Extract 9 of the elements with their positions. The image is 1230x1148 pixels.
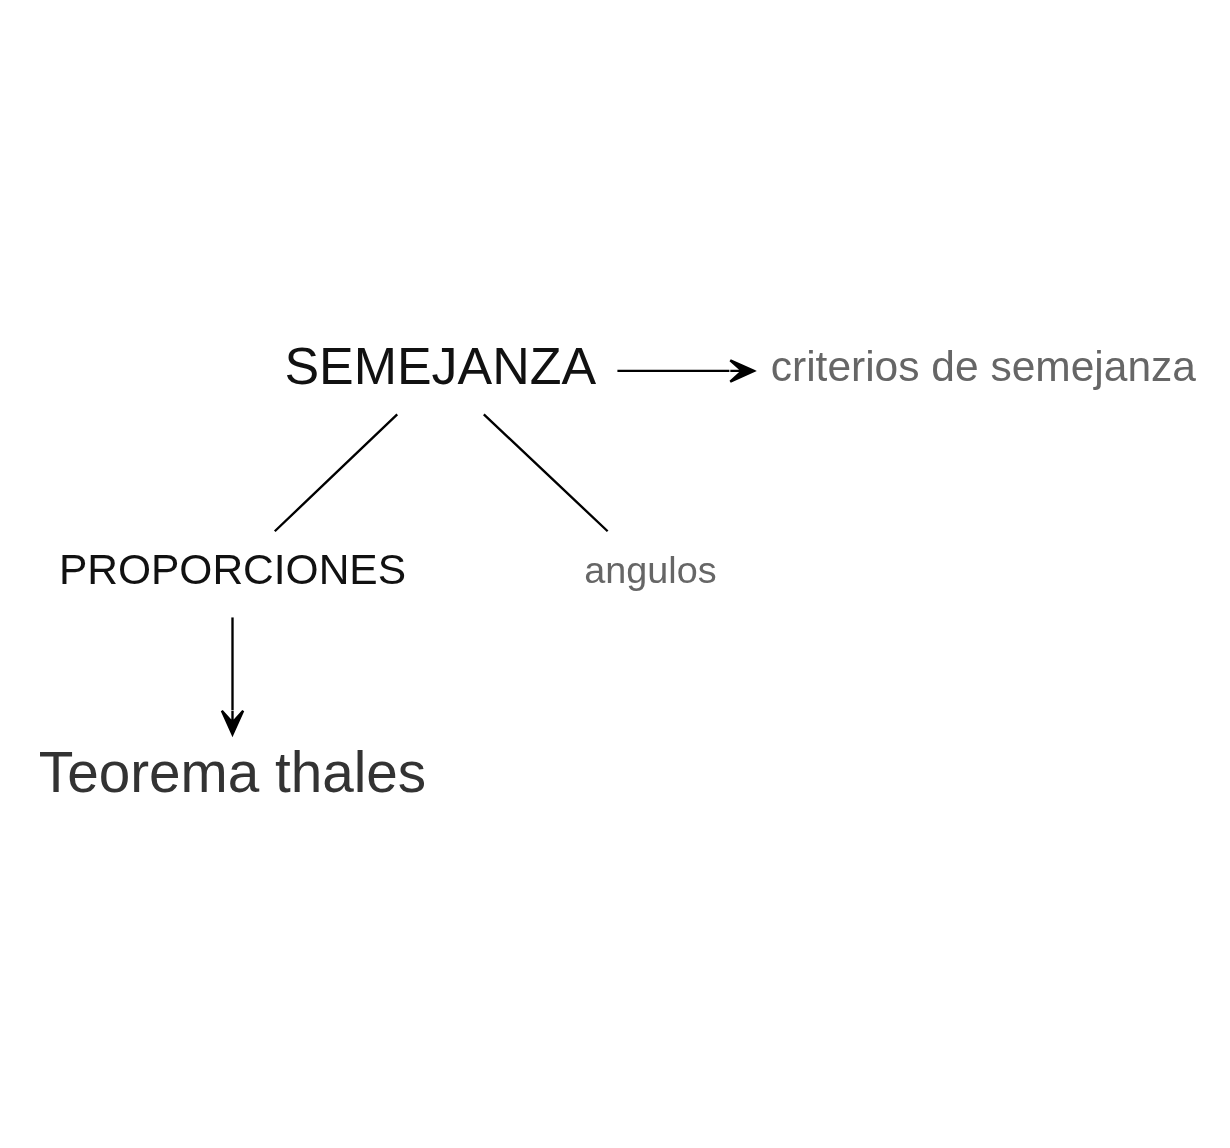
node-text: Teorema thales xyxy=(38,740,427,804)
node-text: criterios de semejanza xyxy=(770,343,1196,391)
connector xyxy=(273,413,399,533)
connector xyxy=(483,413,609,533)
node-text: angulos xyxy=(584,548,717,591)
arrow xyxy=(220,617,245,736)
arrow xyxy=(617,359,756,383)
node-text: SEMEJANZA xyxy=(284,337,597,396)
node-text: PROPORCIONES xyxy=(58,546,407,594)
